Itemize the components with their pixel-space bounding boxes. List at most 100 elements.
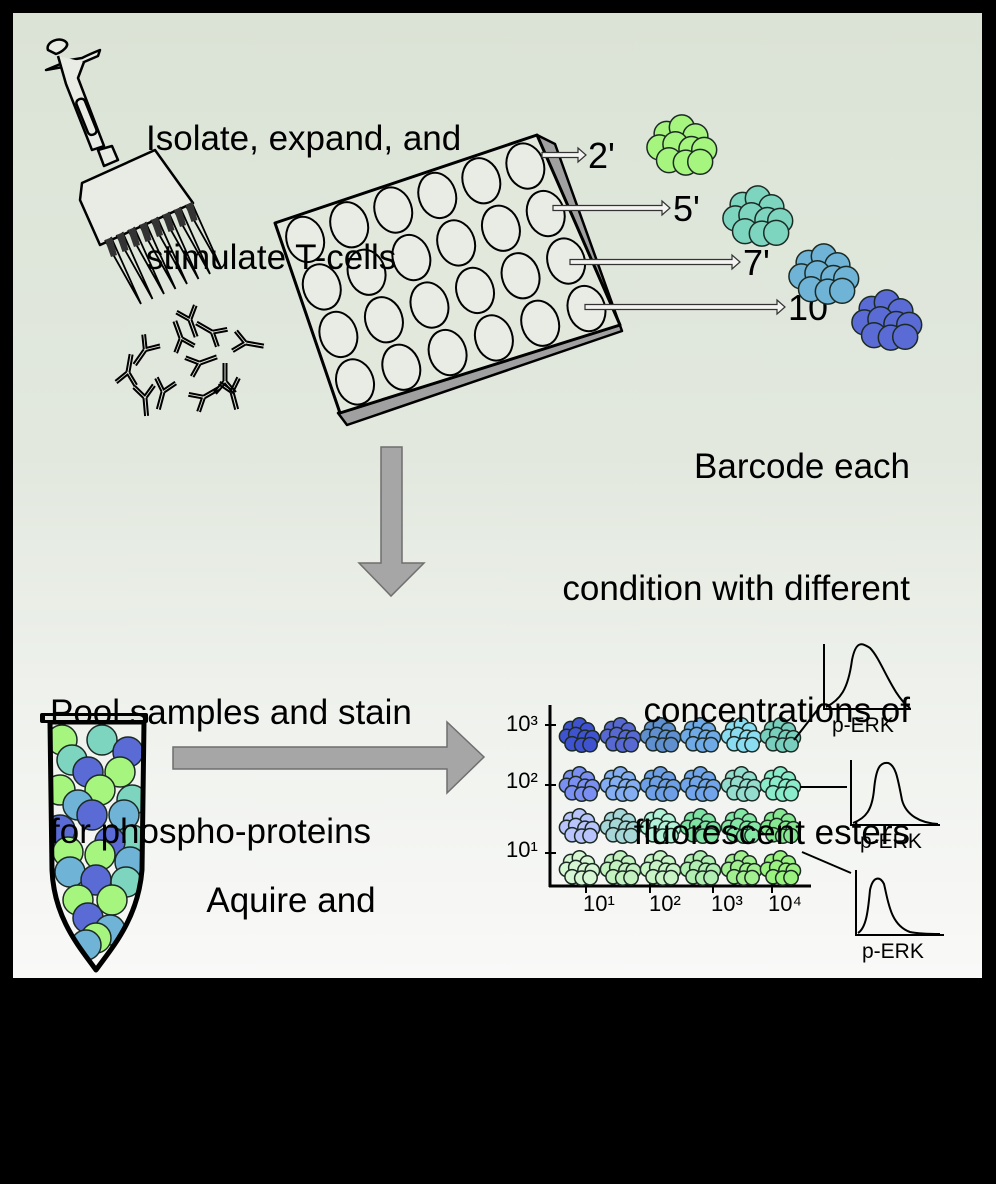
- cell: [891, 323, 919, 351]
- cell: [623, 869, 639, 886]
- plate-well: [473, 314, 514, 362]
- plot-cell-cluster: [679, 807, 722, 845]
- plate-well: [346, 248, 387, 296]
- plot-cell-cluster: [558, 765, 601, 803]
- text-line: fluorescent esters: [633, 812, 910, 852]
- antibody-icon: [154, 376, 178, 411]
- cell: [582, 827, 598, 844]
- pipette-tip-collar: [174, 207, 186, 227]
- cell: [744, 785, 760, 802]
- cell: [582, 785, 598, 802]
- step-acquire-text: Aquire and analyze by flow cytometry: [160, 806, 422, 1184]
- plate-well: [381, 343, 422, 391]
- plate-well: [318, 310, 359, 359]
- pipette-tip-collar: [162, 212, 175, 232]
- pipette-tip-collar: [139, 222, 152, 242]
- timepoint-label: 5': [673, 188, 700, 229]
- plate-well: [500, 252, 541, 300]
- plot-cell-cluster: [558, 716, 601, 754]
- cell: [783, 869, 799, 886]
- cell: [663, 869, 679, 886]
- step-barcode-text: Barcode each condition with different co…: [562, 366, 910, 894]
- plate-well: [427, 328, 468, 377]
- well-arrow: [541, 146, 587, 164]
- plot-cell-cluster: [759, 807, 802, 845]
- down-arrow-icon: [357, 446, 426, 598]
- plot-cell-cluster: [558, 849, 601, 887]
- cell: [783, 736, 799, 753]
- histogram-label: p-ERK: [832, 714, 894, 737]
- well-arrow: [552, 199, 671, 217]
- text-line: Barcode each: [694, 447, 910, 487]
- plate-well: [301, 263, 342, 311]
- cell: [623, 827, 639, 844]
- flow-cytometry-plot: 10³ 10² 10¹ 10¹ 10² 10³ 10⁴: [506, 705, 811, 916]
- plot-cell-cluster: [759, 849, 802, 887]
- pipette-tip-collar: [185, 202, 198, 222]
- histogram-mid: p-ERK: [800, 760, 940, 853]
- antibody-icon: [172, 320, 196, 354]
- plate-well: [391, 233, 432, 282]
- cell: [744, 827, 760, 844]
- y-tick-label: 10¹: [506, 837, 538, 862]
- plot-cell-cluster: [599, 765, 642, 803]
- plate-well: [417, 171, 458, 220]
- cell: [703, 785, 719, 802]
- well-arrow: [569, 253, 741, 271]
- cell: [828, 277, 856, 305]
- histogram-label: p-ERK: [860, 830, 922, 853]
- histogram-low: p-ERK: [801, 851, 944, 963]
- barcoded-cell-cluster: [722, 185, 794, 247]
- plate-well: [409, 281, 450, 329]
- x-tick-label: 10⁴: [768, 891, 802, 916]
- x-tick-label: 10¹: [583, 891, 615, 916]
- pipette-tips: [104, 201, 223, 305]
- plate-well: [455, 266, 495, 315]
- plate-well: [546, 237, 587, 285]
- plot-cell-cluster: [599, 849, 642, 887]
- graphical-abstract: 2'5'7'10' 10³ 10² 10¹ 10¹ 10² 10³ 10⁴ p-…: [40, 38, 944, 973]
- pooled-cell: [86, 724, 118, 756]
- plate-well: [329, 201, 370, 249]
- pipette-tip-collar: [116, 232, 129, 252]
- barcoded-cell-cluster: [646, 114, 718, 176]
- antibody-icon: [132, 383, 156, 417]
- plot-cell-cluster: [639, 807, 682, 845]
- x-tick-label: 10²: [649, 891, 681, 916]
- plate-well: [480, 204, 521, 252]
- antibody-icon: [195, 320, 228, 348]
- step-isolate-text: Isolate, expand, and stimulate T-cells: [146, 40, 461, 317]
- text-line: concentrations of: [643, 690, 910, 730]
- plot-cell-cluster: [679, 716, 722, 754]
- timepoint-label: 2': [588, 135, 615, 176]
- plate-well: [363, 296, 404, 344]
- text-line: Isolate, expand, and: [146, 119, 462, 159]
- plot-cell-cluster: [679, 765, 722, 803]
- cell: [623, 785, 639, 802]
- antibody-icon: [114, 353, 138, 387]
- cell: [663, 736, 679, 753]
- plot-cell-cluster: [639, 765, 682, 803]
- antibody-icon: [132, 334, 161, 367]
- cell: [744, 736, 760, 753]
- plate-well: [373, 186, 414, 234]
- plot-cell-cluster: [599, 716, 642, 754]
- plot-cell-cluster: [720, 765, 763, 803]
- text-line: analyze by flow: [171, 993, 411, 1033]
- cell: [762, 219, 790, 247]
- x-tick-label: 10³: [711, 891, 743, 916]
- y-tick-label: 10²: [506, 768, 538, 793]
- right-arrow-icon: [172, 720, 486, 795]
- histogram-label: p-ERK: [862, 940, 924, 963]
- text-line: stimulate T-cells: [146, 237, 397, 277]
- antibody-icon: [231, 329, 265, 353]
- pooled-cell: [104, 756, 136, 788]
- pooled-cell: [76, 799, 108, 831]
- sample-tube-icon: [40, 713, 148, 973]
- plot-cell-cluster: [599, 807, 642, 845]
- cell: [582, 736, 598, 753]
- cell: [582, 869, 598, 886]
- text-line: condition with different: [562, 568, 910, 608]
- plot-cell-cluster: [720, 849, 763, 887]
- multichannel-pipette-icon: [44, 38, 195, 247]
